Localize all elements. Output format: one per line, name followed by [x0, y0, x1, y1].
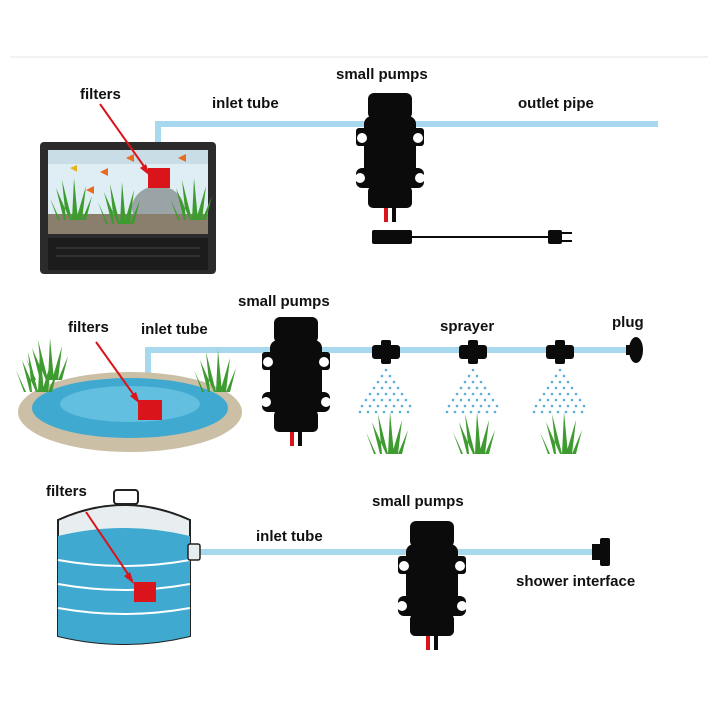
sprayer-1 — [358, 340, 412, 454]
filters-label-1: filters — [80, 86, 121, 103]
pond-scene: filters inlet tube small pumps sprayer p… — [16, 293, 644, 454]
sprayer-3 — [532, 340, 586, 454]
filter-arrow-3 — [85, 511, 133, 581]
inlet-tube-label-1: inlet tube — [212, 95, 279, 112]
filter-3 — [134, 582, 156, 602]
small-pumps-label-1: small pumps — [336, 66, 428, 83]
shower-interface-label: shower interface — [516, 573, 635, 590]
small-pumps-label-3: small pumps — [372, 493, 464, 510]
power-adapter — [372, 230, 412, 244]
small-pumps-label-2: small pumps — [238, 293, 330, 310]
outlet-pipe-label: outlet pipe — [518, 95, 594, 112]
plug-label: plug — [612, 314, 644, 331]
filter-1 — [148, 168, 170, 188]
pump-2 — [261, 317, 331, 446]
power-plug-icon — [548, 230, 572, 244]
water-tank — [57, 489, 201, 645]
tank-scene: filters inlet tube small pumps shower in… — [46, 483, 635, 650]
filters-label-3: filters — [46, 483, 87, 500]
inlet-tube-label-2: inlet tube — [141, 321, 208, 338]
sprayer-2 — [445, 340, 499, 454]
shower-interface-connector — [592, 538, 610, 566]
pump-3 — [397, 521, 467, 650]
filter-2 — [138, 400, 162, 420]
filter-arrow-2 — [95, 341, 137, 399]
end-plug — [626, 337, 643, 363]
sprayer-label: sprayer — [440, 318, 494, 335]
inlet-tube-label-3: inlet tube — [256, 528, 323, 545]
aquarium-scene: filters inlet tube small pumps outlet pi… — [40, 66, 658, 274]
aquarium — [40, 142, 216, 274]
pond — [16, 338, 242, 452]
filter-arrow-1 — [99, 103, 149, 173]
pump-1 — [355, 93, 425, 222]
filters-label-2: filters — [68, 319, 109, 336]
